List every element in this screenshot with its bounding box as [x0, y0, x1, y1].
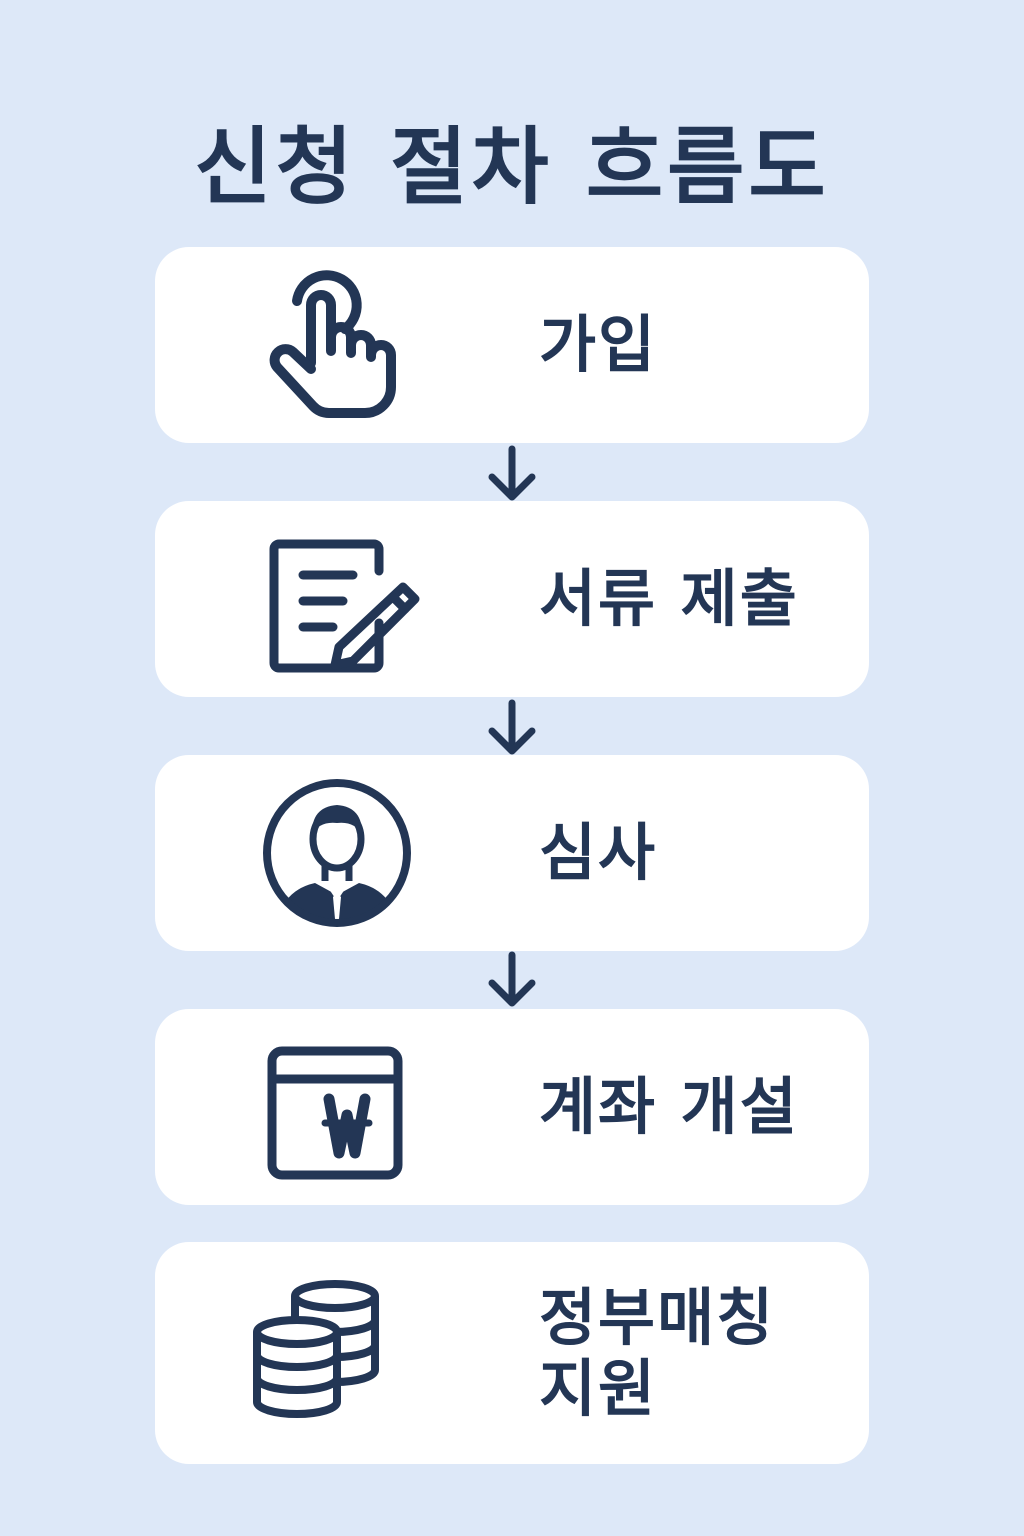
- arrow-down-icon: [482, 697, 542, 757]
- step-label: 심사: [539, 816, 658, 890]
- tap-hand-icon: [245, 265, 425, 425]
- page-title: 신청 절차 흐름도: [194, 118, 830, 216]
- step-card-documents: 서류 제출: [155, 501, 869, 697]
- step-label: 서류 제출: [539, 562, 799, 636]
- step-label: 가입: [539, 308, 658, 382]
- step-card-government-matching: 정부매칭 지원: [155, 1242, 869, 1464]
- coins-stack-icon: [245, 1270, 425, 1430]
- step-card-signup: 가입: [155, 247, 869, 443]
- step-card-account: 계좌 개설: [155, 1009, 869, 1205]
- document-pencil-icon: [245, 519, 425, 679]
- arrow-down-icon: [482, 949, 542, 1009]
- bank-account-won-icon: [245, 1027, 425, 1187]
- person-reviewer-icon: [245, 773, 425, 933]
- step-card-review: 심사: [155, 755, 869, 951]
- step-label: 정부매칭 지원: [539, 1280, 776, 1425]
- arrow-down-icon: [482, 443, 542, 503]
- step-label: 계좌 개설: [539, 1070, 799, 1144]
